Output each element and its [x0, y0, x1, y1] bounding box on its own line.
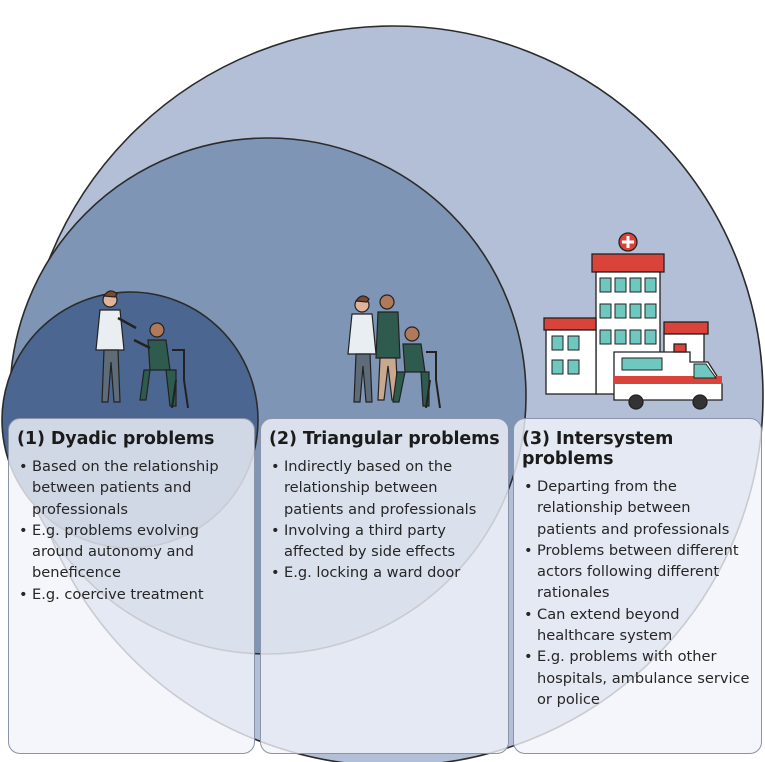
- list-item: •E.g. problems evolving around autonomy …: [19, 521, 199, 582]
- bullet-icon: •: [524, 605, 533, 623]
- bullet-icon: •: [271, 521, 280, 539]
- bullet-icon: •: [524, 648, 533, 666]
- list-item: •Involving a third party affected by sid…: [271, 521, 456, 561]
- bullet-list: •Based on the relationship between patie…: [17, 456, 246, 605]
- bullet-icon: •: [524, 478, 533, 495]
- triangular-problems-card: (2) Triangular problems •Indirectly base…: [260, 418, 509, 754]
- list-item: •E.g. coercive treatment: [17, 584, 246, 605]
- bullet-icon: •: [19, 458, 28, 475]
- bullet-icon: •: [19, 585, 28, 603]
- list-item: •E.g. locking a ward door: [269, 562, 500, 583]
- bullet-icon: •: [19, 521, 28, 539]
- list-item: •Departing from the relationship between…: [524, 478, 730, 538]
- list-item: •E.g. problems with other hospitals, amb…: [524, 648, 750, 708]
- card-title: (2) Triangular problems: [269, 429, 500, 449]
- nurse-patient-helper-illustration: [347, 294, 441, 409]
- card-title: (1) Dyadic problems: [17, 429, 215, 449]
- nurse-patient-illustration: [95, 290, 189, 409]
- bullet-list: •Departing from the relationship between…: [522, 476, 753, 710]
- intersystem-problems-card: (3) Intersystem problems •Departing from…: [513, 418, 762, 754]
- card-title: (3) Intersystem problems: [522, 429, 674, 469]
- list-item: •Problems between different actors follo…: [524, 541, 739, 602]
- bullet-icon: •: [271, 458, 280, 475]
- bullet-list: •Indirectly based on the relationship be…: [269, 456, 500, 584]
- dyadic-problems-card: (1) Dyadic problems •Based on the relati…: [8, 418, 255, 754]
- list-item: •Can extend beyond healthcare system: [524, 605, 680, 645]
- bullet-icon: •: [271, 564, 280, 582]
- list-item: •Based on the relationship between patie…: [19, 458, 219, 518]
- list-item: •Indirectly based on the relationship be…: [271, 458, 477, 518]
- bullet-icon: •: [524, 541, 533, 559]
- hospital-ambulance-illustration: [543, 232, 723, 410]
